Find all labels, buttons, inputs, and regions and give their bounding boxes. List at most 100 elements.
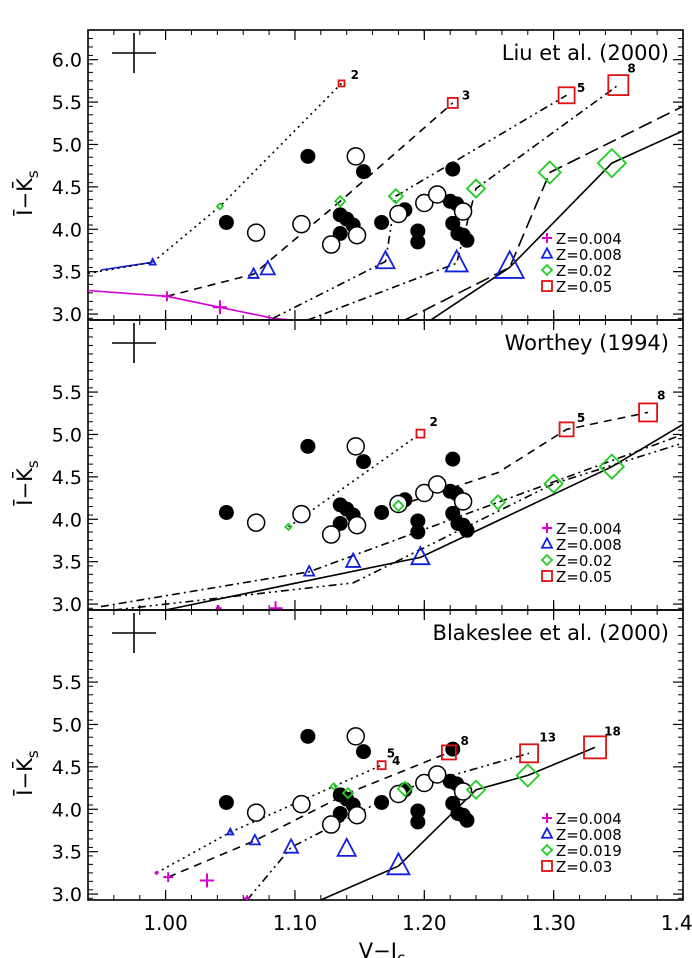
y-tick-label: 5.0	[52, 714, 82, 736]
y-tick-label: 3.5	[52, 842, 82, 864]
model-marker-diamond	[515, 763, 541, 788]
y-tick-label: 5.0	[52, 134, 82, 156]
observed-filled-point	[445, 741, 461, 757]
model-marker-square	[557, 86, 576, 105]
model-marker-square	[558, 421, 575, 438]
y-axis-label-sub: s	[24, 750, 42, 758]
observed-filled-point	[410, 223, 426, 239]
model-marker-plus	[215, 605, 222, 610]
model-track-line	[320, 746, 596, 900]
model-marker-diamond	[543, 473, 564, 494]
model-track-line	[246, 752, 530, 900]
legend-marker-diamond	[540, 843, 554, 857]
observed-open-point	[292, 504, 311, 524]
observed-open-point	[321, 815, 341, 834]
model-marker-plus	[244, 895, 251, 900]
model-marker-plus	[200, 873, 214, 888]
legend-label: Z=0.02	[556, 552, 612, 570]
observed-open-point	[453, 782, 473, 801]
observed-filled-point	[300, 148, 316, 164]
age-label: 3	[462, 89, 470, 103]
observed-filled-point	[356, 454, 372, 470]
observed-open-point	[415, 193, 434, 213]
observed-filled-point	[410, 234, 426, 250]
y-tick-label: 6.0	[52, 50, 82, 72]
observed-filled-point	[410, 513, 426, 529]
model-marker-triangle	[494, 249, 526, 279]
observed-filled-point	[445, 161, 461, 177]
model-marker-square	[337, 79, 346, 88]
observed-filled-point	[300, 728, 316, 744]
observed-filled-point	[374, 504, 390, 520]
observed-filled-point	[445, 451, 461, 467]
y-tick-label: 5.0	[52, 424, 82, 446]
observed-filled-point	[374, 794, 390, 810]
observed-open-point	[427, 475, 447, 494]
observed-filled-point	[459, 232, 475, 248]
legend-marker-plus	[542, 813, 552, 823]
model-track-line	[404, 105, 683, 320]
legend-label: Z=0.02	[556, 262, 612, 280]
model-marker-diamond	[489, 494, 507, 511]
panel-title: Liu et al. (2000)	[502, 41, 669, 65]
panel-frame	[87, 609, 684, 901]
x-tick-label: 1.40	[661, 911, 692, 935]
model-marker-square	[415, 428, 426, 439]
observed-open-point	[453, 202, 473, 221]
y-axis-label: Ī−K̄s	[12, 460, 42, 506]
legend-marker-square	[541, 570, 553, 582]
observed-open-point	[246, 513, 266, 532]
y-axis-label: Ī−K̄s	[12, 170, 42, 216]
observed-filled-point	[410, 814, 426, 830]
model-marker-triangle	[336, 836, 358, 857]
observed-filled-point	[410, 524, 426, 540]
age-label: 8	[657, 389, 665, 403]
model-marker-triangle	[247, 266, 261, 279]
observed-open-point	[246, 223, 266, 242]
model-track-line	[307, 84, 619, 320]
model-marker-diamond	[341, 786, 355, 800]
legend-label: Z=0.008	[556, 246, 622, 264]
panel-title: Blakeslee et al. (2000)	[433, 621, 669, 645]
observed-open-point	[415, 773, 434, 793]
observed-open-point	[389, 204, 408, 224]
model-track-line	[100, 433, 683, 608]
observed-open-point	[346, 437, 365, 456]
model-marker-triangle	[148, 256, 158, 266]
y-tick-label: 4.0	[52, 509, 82, 531]
model-track-line	[165, 423, 683, 610]
observed-filled-point	[374, 214, 390, 230]
x-tick-label: 1.00	[143, 911, 188, 935]
legend-label: Z=0.008	[556, 536, 622, 554]
observed-open-point	[292, 794, 311, 814]
model-marker-diamond	[329, 782, 339, 791]
x-tick-label: 1.10	[273, 911, 318, 935]
legend-label: Z=0.004	[556, 810, 622, 828]
observed-open-point	[389, 494, 408, 514]
model-marker-square	[446, 97, 459, 109]
y-tick-label: 5.5	[52, 672, 82, 694]
model-marker-diamond	[465, 178, 487, 199]
model-marker-diamond	[596, 147, 628, 179]
age-label: 8	[627, 61, 635, 75]
y-tick-label: 3.0	[52, 304, 82, 326]
observed-open-point	[347, 225, 367, 245]
legend-label: Z=0.004	[556, 230, 622, 248]
observed-open-point	[347, 515, 367, 535]
legend-marker-triangle	[540, 246, 554, 259]
model-marker-plus	[212, 300, 227, 315]
y-tick-label: 5.5	[52, 92, 82, 114]
model-marker-triangle	[225, 826, 235, 836]
age-label: 5	[387, 747, 395, 761]
y-axis-label: Ī−K̄s	[12, 750, 42, 796]
y-axis-label-sub: s	[24, 460, 42, 468]
legend-marker-triangle	[540, 826, 554, 839]
model-marker-triangle	[248, 832, 262, 846]
legend-label: Z=0.05	[556, 278, 612, 296]
y-axis-label-sub: s	[24, 170, 42, 178]
y-tick-label: 3.5	[52, 262, 82, 284]
model-marker-plus	[161, 291, 172, 302]
